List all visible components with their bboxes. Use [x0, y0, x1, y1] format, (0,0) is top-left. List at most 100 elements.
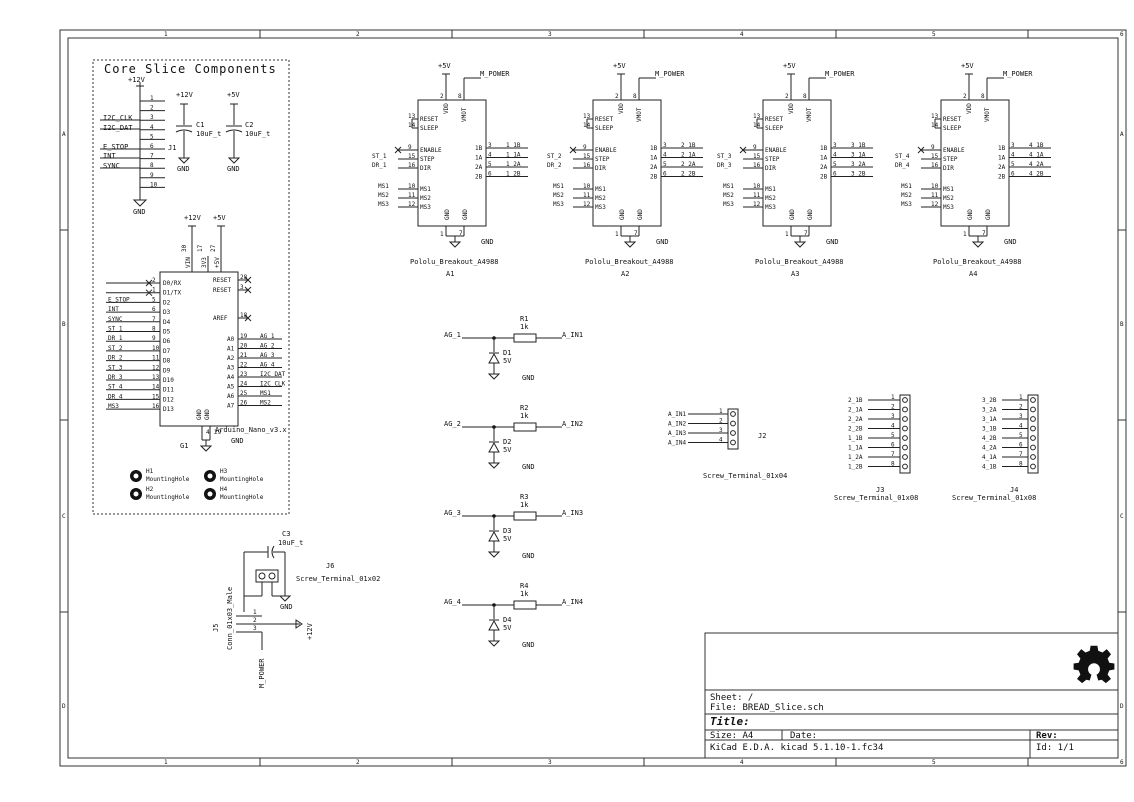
analog-res-ref-1: R2 [520, 404, 528, 412]
net-label-p12-j1: +12V [128, 76, 146, 84]
driver-gnd-name-1-3: GND [967, 209, 974, 220]
capacitor-c3[interactable]: C3 10uF_t [243, 530, 303, 612]
driver-pin-16-3: 16 [931, 162, 939, 169]
driver-out-pin-6-3: 6 [1011, 171, 1015, 178]
j3-ref: J3 [876, 486, 884, 494]
driver-pin-name-14-2: SLEEP [765, 125, 783, 132]
analog-diode-value-2: 5V [503, 535, 512, 543]
nano-right-top-name-18: AREF [213, 315, 228, 322]
driver-out-net-1-3: 4_1A [1029, 152, 1044, 159]
driver-pin-9-3: 9 [931, 144, 935, 151]
driver-ms-net-1-3: MS2 [901, 192, 912, 199]
driver-gnd-label-0: GND [481, 238, 494, 246]
driver-pin-12-2: 12 [753, 201, 761, 208]
driver-out-pin-3-1: 3 [663, 142, 667, 149]
driver-out-name-2A-3: 2A [998, 164, 1006, 171]
analog-res-ref-0: R1 [520, 315, 528, 323]
driver-ms-net-0-1: MS1 [553, 183, 564, 190]
analog-diode-ref-3: D4 [503, 616, 511, 624]
nano-pin-name-22: A3 [227, 365, 235, 372]
driver-out-net-3-0: 1_2B [506, 171, 521, 178]
nano-right-top-name-3: RESET [213, 287, 231, 294]
nano-pin-14: 14 [152, 384, 160, 391]
driver-ref-3: A4 [969, 270, 977, 278]
driver-pin-name-10-0: MS1 [420, 186, 431, 193]
c1-gnd: GND [177, 165, 190, 173]
driver-out-pin-4-2: 4 [833, 152, 837, 159]
driver-pin-name-13-0: RESET [420, 116, 438, 123]
mounting-hole-value-h2: MountingHole [146, 494, 190, 501]
driver-step-net-2: ST_3 [717, 153, 732, 160]
driver-out-net-2-0: 1_2A [506, 161, 521, 168]
mounting-hole-ref-h1: H1 [146, 468, 154, 475]
row-label-left-B: B [62, 321, 66, 328]
driver-out-net-1-0: 1_1A [506, 152, 521, 159]
nano-pin-11: 11 [152, 355, 160, 362]
driver-ms-net-1-1: MS2 [553, 192, 564, 199]
nano-net-9: DR_1 [108, 335, 123, 342]
j4-net-5: 4_2A [982, 445, 997, 452]
driver-vmot-pin-1: 8 [633, 93, 637, 100]
capacitor-c1[interactable]: +12V GND C1 10uF_t [175, 91, 221, 173]
nano-pin-name-12: D9 [163, 367, 171, 374]
driver-pin-15-2: 15 [753, 153, 761, 160]
j1-pin-9: 9 [150, 172, 154, 179]
driver-pin-name-11-1: MS2 [595, 195, 606, 202]
driver-ms-net-0-0: MS1 [378, 183, 389, 190]
j5-pin-2: 2 [253, 617, 257, 624]
c1-p12: +12V [176, 91, 194, 99]
nano-pin-20: 20 [240, 343, 248, 350]
mounting-hole-ref-h3: H3 [220, 468, 228, 475]
driver-out-net-3-1: 2_2B [681, 171, 696, 178]
driver-pin-name-16-3: DIR [943, 165, 954, 172]
driver-out-pin-6-2: 6 [833, 171, 837, 178]
driver-pin-name-15-0: STEP [420, 156, 435, 163]
driver-out-net-1-1: 2_1A [681, 152, 696, 159]
j2-net-2: A_IN3 [668, 430, 686, 437]
driver-pin-name-12-0: MS3 [420, 204, 431, 211]
j1-net-int: INT [103, 152, 116, 160]
nano-pin-5: 5 [152, 296, 156, 303]
nano-bottom-name-29: GND [204, 409, 211, 420]
driver-gnd-name-7-2: GND [807, 209, 814, 220]
screw-terminal-j6[interactable]: GND J6 Screw_Terminal_01x02 [244, 562, 380, 611]
driver-out-pin-4-0: 4 [488, 152, 492, 159]
nano-net-25: MS1 [260, 390, 271, 397]
driver-pin-name-16-1: DIR [595, 165, 606, 172]
capacitor-c2[interactable]: +5V GND C2 10uF_t [225, 91, 270, 173]
analog-out-0: A_IN1 [562, 331, 583, 339]
analog-res-ref-3: R4 [520, 582, 528, 590]
driver-out-pin-5-2: 5 [833, 161, 837, 168]
j4-net-0: 3_2B [982, 397, 997, 404]
driver-ms-net-1-0: MS2 [378, 192, 389, 199]
driver-out-name-1A-3: 1A [998, 155, 1006, 162]
driver-out-net-1-2: 3_1A [851, 152, 866, 159]
driver-pin-name-12-2: MS3 [765, 204, 776, 211]
driver-pin-name-14-3: SLEEP [943, 125, 961, 132]
title-file: File: BREAD_Slice.sch [710, 703, 824, 713]
j4-pin-3: 3 [1019, 413, 1023, 420]
driver-ms-net-2-0: MS3 [378, 201, 389, 208]
driver-pin-name-9-3: ENABLE [943, 147, 965, 154]
j5-value: Conn_01x03_Male [226, 587, 234, 650]
driver-pin-16-0: 16 [408, 162, 416, 169]
driver-out-net-0-2: 3_1B [851, 142, 866, 149]
driver-pin-10-2: 10 [753, 183, 761, 190]
connector-j5[interactable]: 1 2 3 +12V M_POWER J5 Conn_01x03_Male [212, 587, 314, 688]
driver-out-pin-5-1: 5 [663, 161, 667, 168]
